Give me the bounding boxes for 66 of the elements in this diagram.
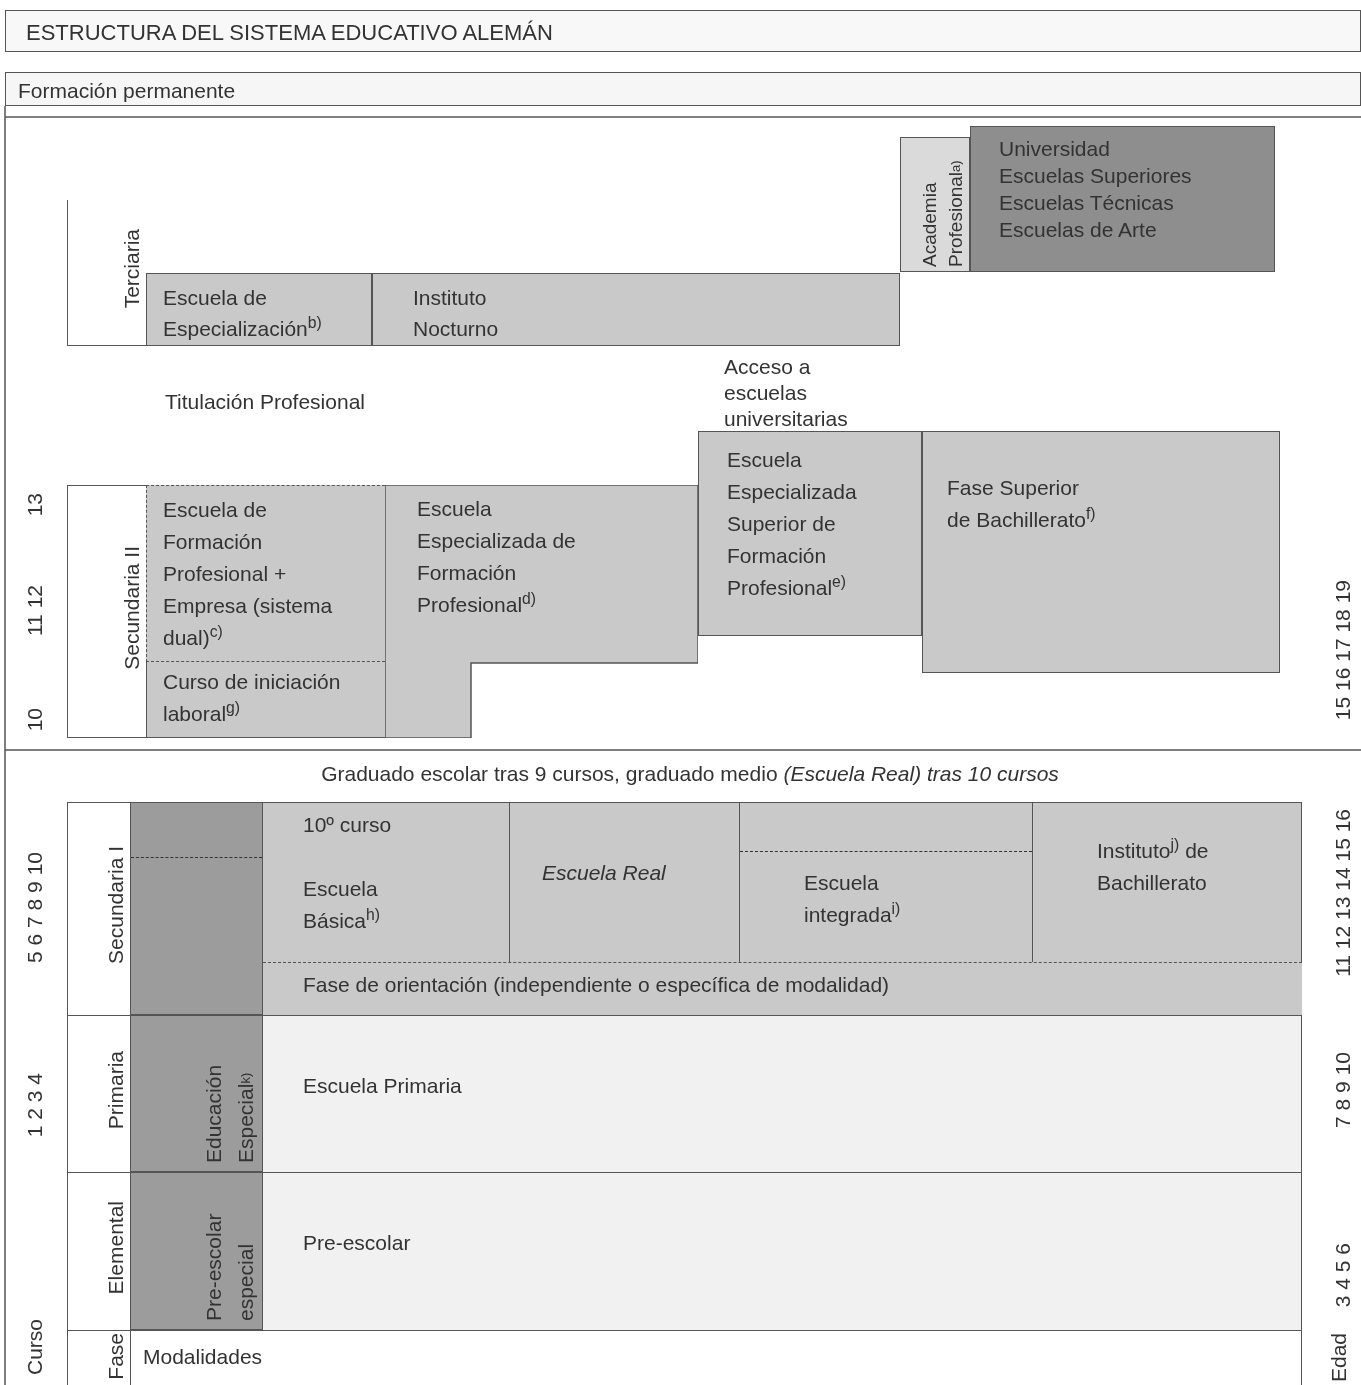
note-text: Acceso a escuelas universitarias bbox=[724, 354, 849, 432]
number-scale: 13 bbox=[22, 493, 47, 517]
box-label: Modalidades bbox=[143, 1344, 264, 1370]
number-scale: 7 8 9 10 bbox=[1330, 1052, 1355, 1128]
number-scale: 15 16 17 18 19 bbox=[1330, 579, 1355, 721]
box-label: Universidad bbox=[999, 136, 1111, 162]
number-scale: 3 4 5 6 bbox=[1330, 1242, 1355, 1308]
note-text: Graduado escolar tras 9 cursos, graduado medio (Escuela Real) tras 10 cursos bbox=[320, 761, 1060, 787]
box-label: Fase Superior de Bachillerato$^{f)}$ bbox=[947, 475, 1097, 533]
box-label: Escuela Real bbox=[542, 860, 667, 886]
school-box bbox=[510, 802, 740, 962]
box-label: Formación permanente bbox=[18, 78, 237, 104]
box-label: Secundaria II bbox=[119, 545, 144, 670]
box-label: Fase de orientación (independiente o específica de modalidad) bbox=[303, 972, 891, 998]
school-box bbox=[263, 1172, 1302, 1330]
school-box bbox=[740, 802, 1033, 962]
school-box bbox=[146, 485, 385, 662]
box-label: Elemental bbox=[103, 1200, 128, 1295]
box-label: Escuela Primaria bbox=[303, 1073, 463, 1099]
modality-band bbox=[130, 1330, 1302, 1385]
phase-band bbox=[263, 962, 1302, 1015]
school-box bbox=[263, 802, 510, 857]
number-scale: 11 12 bbox=[22, 584, 47, 636]
school-box bbox=[263, 1015, 1302, 1172]
school-box bbox=[263, 857, 510, 962]
number-scale: 11 12 13 14 15 16 bbox=[1330, 808, 1355, 977]
box-label: Escuela Básica$^{h)}$ bbox=[303, 876, 382, 934]
box-label: Fase bbox=[103, 1332, 128, 1380]
band bbox=[5, 72, 1361, 106]
note-text: Titulación Profesional bbox=[165, 389, 366, 415]
title-banner: ESTRUCTURA DEL SISTEMA EDUCATIVO ALEMÁN bbox=[5, 10, 1361, 52]
box-label: Escuela de Formación Profesional + Empresa (sistema dual)$^{c)}$ bbox=[163, 497, 334, 651]
school-box bbox=[922, 431, 1280, 673]
school-box bbox=[698, 431, 922, 636]
school-box bbox=[1033, 802, 1302, 962]
box-label: Escuelas de Arte bbox=[999, 217, 1158, 243]
number-scale: 5 6 7 8 9 10 bbox=[22, 852, 47, 963]
school-box bbox=[970, 126, 1275, 272]
box-label: Terciaria bbox=[119, 228, 144, 309]
level-label bbox=[67, 1330, 130, 1385]
box-label: Escuelas Superiores bbox=[999, 163, 1193, 189]
box-label: Instituto$^{j)}$ de Bachillerato bbox=[1097, 835, 1210, 896]
box-label: Secundaria I bbox=[103, 846, 128, 964]
school-box bbox=[146, 662, 385, 738]
number-scale: 1 2 3 4 bbox=[22, 1072, 47, 1138]
box-label: Curso de iniciación laboral$^{g)}$ bbox=[163, 669, 342, 727]
l-shaped-box bbox=[385, 485, 698, 738]
special-education-box bbox=[130, 1015, 263, 1172]
box-label: 10º curso bbox=[303, 812, 393, 838]
box-label: Instituto Nocturno bbox=[413, 285, 500, 342]
box-label: Escuela de Especialización$^{b)}$ bbox=[163, 285, 323, 342]
special-education-box bbox=[130, 802, 263, 1015]
box-label: Escuela Especializada Superior de Formación Profesional$^{e)}$ bbox=[727, 447, 858, 601]
box-label: Primaria bbox=[103, 1050, 128, 1130]
special-education-box bbox=[130, 1172, 263, 1330]
school-box bbox=[372, 273, 900, 346]
number-scale: 10 bbox=[22, 708, 47, 732]
box-label: Pre-escolar especial bbox=[201, 1212, 258, 1321]
box-label: Pre-escolar bbox=[303, 1230, 412, 1256]
number-scale: Curso bbox=[22, 1319, 47, 1376]
school-box bbox=[146, 273, 372, 346]
school-box bbox=[900, 137, 970, 272]
number-scale: Edad bbox=[1326, 1332, 1351, 1382]
box-label: Escuela integrada$^{i)}$ bbox=[804, 870, 902, 928]
box-label: Escuelas Técnicas bbox=[999, 190, 1175, 216]
box-label: Escuela Especializada de Formación Profesional$^{d)}$ bbox=[417, 496, 577, 618]
